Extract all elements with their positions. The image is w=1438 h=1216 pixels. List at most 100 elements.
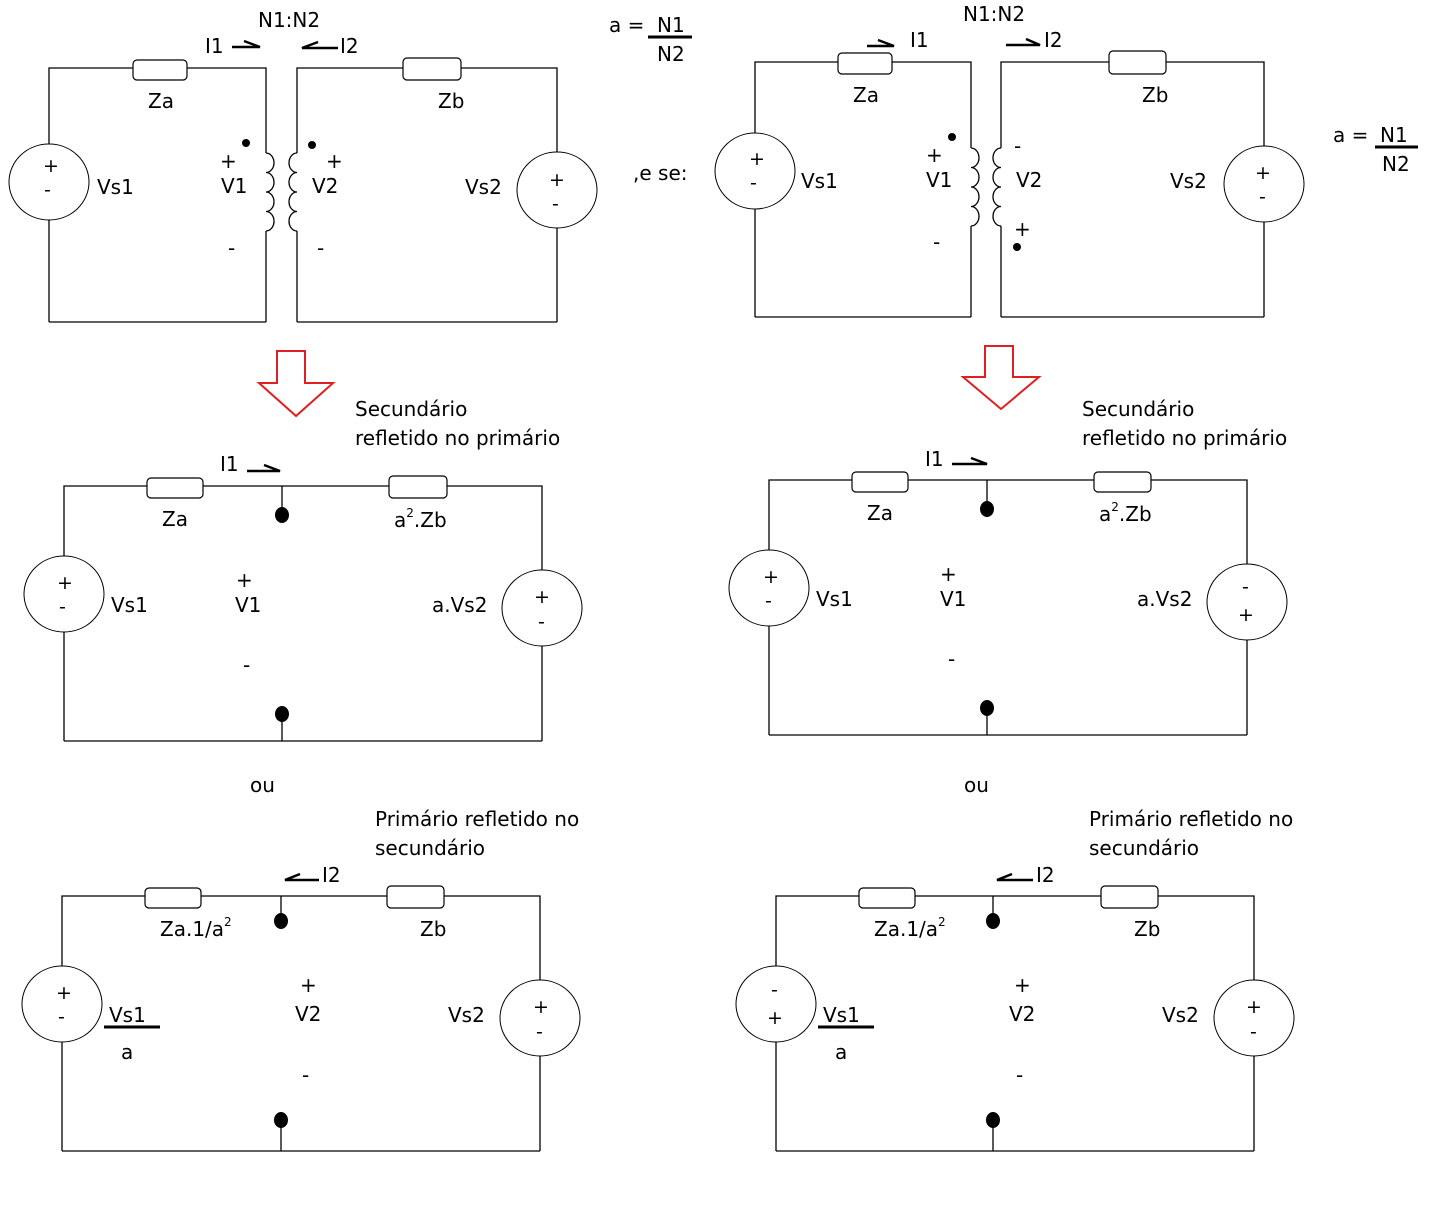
plus-sign: + — [767, 1007, 783, 1029]
vs2-label: Vs2 — [465, 175, 502, 199]
plus-sign: + — [326, 149, 343, 173]
vs1-fraction-numerator: Vs1 — [109, 1003, 146, 1027]
section-title-line1: Secundário — [1082, 397, 1194, 421]
ratio-numerator: N1 — [657, 13, 685, 37]
vs1-label: Vs1 — [111, 593, 148, 617]
plus-sign: + — [43, 155, 59, 177]
impedance-za — [132, 59, 188, 81]
or-text: ou — [250, 773, 275, 797]
current-label-i2: I2 — [1036, 863, 1055, 887]
secondary-coil — [992, 147, 1002, 227]
minus-sign: - — [552, 193, 559, 215]
v2-label: V2 — [295, 1002, 321, 1026]
section-title-line1: Secundário — [355, 397, 467, 421]
ratio-lhs: a = — [609, 13, 644, 37]
vs2-label: Vs2 — [1162, 1003, 1199, 1027]
impedance-za-over-a2 — [858, 887, 916, 909]
plus-sign: + — [1014, 973, 1031, 997]
impedance-za-over-a2 — [144, 887, 202, 909]
circuit-bottom-right: Primário refletido no secundário I2 Za.1… — [735, 807, 1295, 1152]
conjunction-text: ,e se: — [633, 161, 687, 185]
vs2-label: Vs2 — [1170, 169, 1207, 193]
avs2-label: a.Vs2 — [432, 593, 487, 617]
source-vs2 — [1223, 145, 1305, 223]
current-label-i1: I1 — [220, 452, 239, 476]
primary-coil — [970, 147, 980, 227]
minus-sign: - — [1016, 1063, 1023, 1087]
plus-sign: + — [1255, 162, 1271, 184]
minus-sign: - — [1014, 134, 1021, 158]
minus-sign: - — [243, 653, 250, 677]
impedance-zb — [1100, 885, 1159, 909]
secondary-coil — [288, 152, 298, 232]
section-title-line2: refletido no primário — [355, 426, 560, 450]
minus-sign: - — [933, 230, 940, 254]
current-arrow-i2 — [1006, 37, 1041, 47]
v1-label: V1 — [940, 587, 966, 611]
impedance-zb — [402, 57, 462, 81]
source-vs2 — [499, 979, 581, 1057]
down-arrow-icon — [256, 350, 336, 418]
vs1-label: Vs1 — [97, 175, 134, 199]
za-label: Za — [148, 89, 174, 113]
za-over-a2-label: Za.1/a2 — [874, 915, 946, 941]
plus-sign: + — [1246, 996, 1262, 1018]
ratio-lhs: a = — [1333, 123, 1368, 147]
circuit-mid-left: Secundário refletido no primário I1 Za a… — [23, 397, 583, 742]
zb-label: Zb — [438, 89, 464, 113]
vs1-label: Vs1 — [801, 169, 838, 193]
current-label-i1: I1 — [910, 28, 929, 52]
impedance-a2zb — [1093, 471, 1152, 493]
terminal-node — [980, 501, 994, 517]
circuit-mid-right: Secundário refletido no primário I1 Za a… — [728, 397, 1288, 736]
section-title-line2: secundário — [1089, 836, 1199, 860]
za-label: Za — [162, 507, 188, 531]
current-arrow-i1 — [247, 463, 281, 473]
current-label-i1: I1 — [205, 34, 224, 58]
minus-sign: - — [1242, 576, 1249, 598]
turns-ratio-label: N1:N2 — [963, 2, 1025, 26]
source-vs2 — [1213, 979, 1295, 1057]
plus-sign: + — [533, 996, 549, 1018]
section-title-line1: Primário refletido no — [1089, 807, 1293, 831]
vs1-label: Vs1 — [816, 587, 853, 611]
current-label-i1: I1 — [925, 447, 944, 471]
source-avs2 — [501, 569, 583, 647]
impedance-zb — [386, 885, 445, 909]
plus-sign: + — [220, 149, 237, 173]
plus-sign: + — [534, 586, 550, 608]
plus-sign: + — [763, 566, 779, 588]
plus-sign: + — [56, 982, 72, 1004]
v2-label: V2 — [312, 174, 338, 198]
or-text: ou — [964, 773, 989, 797]
ratio-formula: a = N1 N2 — [1333, 123, 1418, 176]
current-arrow-i2 — [301, 40, 338, 50]
vs1-fraction-denominator: a — [835, 1040, 847, 1064]
section-title-line1: Primário refletido no — [375, 807, 579, 831]
a2zb-label: a2.Zb — [1099, 500, 1152, 526]
v1-label: V1 — [926, 168, 952, 192]
impedance-za — [851, 471, 909, 493]
minus-sign: - — [536, 1021, 543, 1043]
plus-sign: + — [57, 572, 73, 594]
source-vs2 — [516, 151, 598, 229]
plus-sign: + — [1014, 217, 1031, 241]
plus-sign: + — [300, 973, 317, 997]
polarity-dot — [308, 141, 316, 149]
terminal-node — [274, 1112, 288, 1128]
zb-label: Zb — [1142, 83, 1168, 107]
za-label: Za — [853, 83, 879, 107]
section-title-line2: refletido no primário — [1082, 426, 1287, 450]
source-vs1-over-a — [21, 965, 103, 1043]
plus-sign: + — [1238, 604, 1254, 626]
plus-sign: + — [549, 169, 565, 191]
terminal-node — [275, 706, 289, 722]
minus-sign: - — [317, 236, 324, 260]
current-arrow-i1 — [867, 38, 895, 48]
impedance-zb — [1108, 50, 1167, 75]
avs2-label: a.Vs2 — [1137, 587, 1192, 611]
polarity-dot — [1013, 243, 1021, 251]
impedance-za — [146, 477, 204, 499]
turns-ratio-label: N1:N2 — [258, 8, 320, 32]
